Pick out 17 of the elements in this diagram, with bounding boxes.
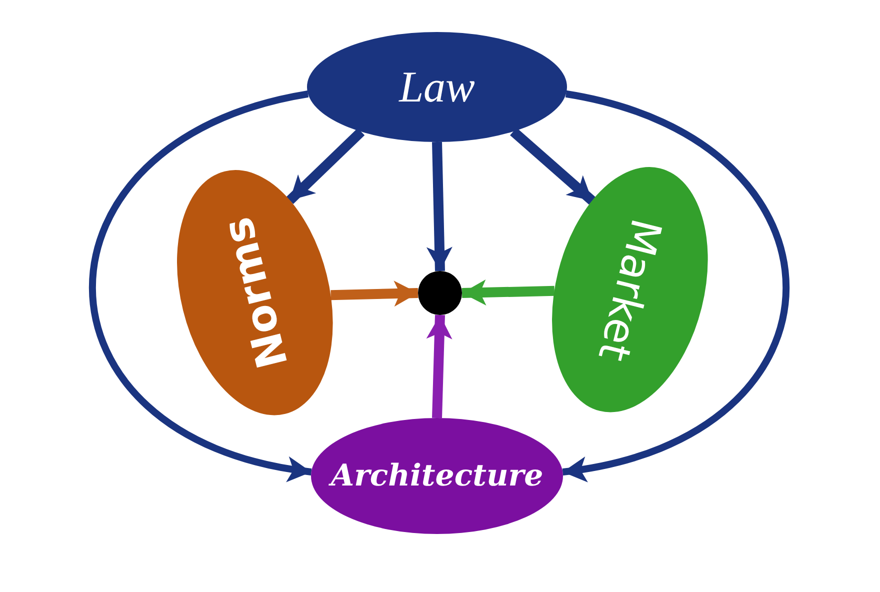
arrow xyxy=(426,142,452,272)
arrow xyxy=(426,314,452,418)
node-label: Norms xyxy=(212,212,298,374)
oval-node xyxy=(311,418,563,534)
arrow xyxy=(562,90,790,480)
arrow xyxy=(89,90,312,480)
node-label: Market xyxy=(588,214,672,366)
arrow xyxy=(510,128,596,205)
oval-node xyxy=(552,167,708,413)
arrow xyxy=(286,128,365,204)
oval-node xyxy=(307,32,567,142)
oval-node xyxy=(177,170,333,416)
arrow xyxy=(462,279,555,306)
node-label: Architecture xyxy=(330,458,544,494)
dot-node xyxy=(418,271,462,315)
arrow xyxy=(330,280,418,307)
node-label: Law xyxy=(399,62,475,112)
